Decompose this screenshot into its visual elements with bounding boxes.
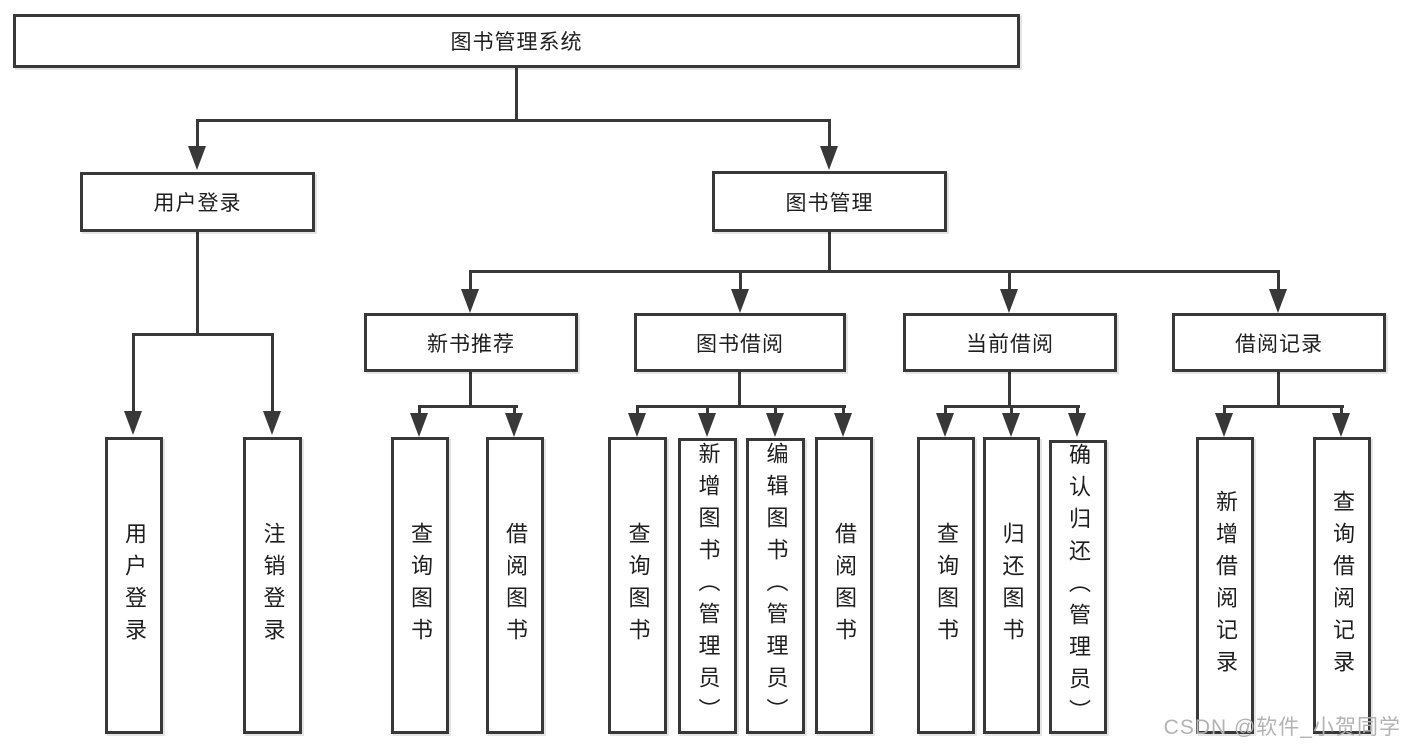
arrow-down-icon — [820, 146, 838, 170]
arrow-down-icon — [124, 411, 142, 435]
connector-line-userlogin-bus — [133, 333, 274, 336]
node-book-borrowing: 图书借阅 — [634, 313, 846, 372]
arrow-down-icon — [1000, 289, 1018, 313]
arrow-down-icon — [766, 413, 784, 437]
leaf-borrowing-add-books-admin-label: 新增图书（管理员） — [695, 442, 721, 730]
leaf-user-login-label: 用户登录 — [122, 521, 147, 650]
connector-line — [739, 270, 742, 291]
connector-line-borrowing-stem — [738, 372, 741, 408]
node-new-book-recommend-label: 新书推荐 — [427, 332, 515, 356]
leaf-current-query-books-label: 查询图书 — [934, 521, 959, 650]
leaf-recommend-borrow-books: 借阅图书 — [486, 437, 544, 734]
arrow-down-icon — [263, 411, 281, 435]
arrow-down-icon — [461, 289, 479, 313]
leaf-borrowing-borrow-books-label: 借阅图书 — [832, 521, 857, 650]
watermark-text: CSDN @软件_小贺同学 — [1163, 716, 1401, 739]
connector-line-recommend-bus — [418, 405, 518, 408]
connector-line — [636, 405, 639, 415]
node-root-label: 图书管理系统 — [450, 31, 583, 54]
connector-line — [842, 405, 845, 415]
connector-line — [944, 405, 947, 415]
connector-line — [418, 405, 421, 415]
connector-line — [774, 405, 777, 415]
connector-line — [271, 333, 274, 413]
leaf-borrowing-query-books: 查询图书 — [608, 437, 667, 734]
connector-line — [706, 405, 709, 415]
connector-line-to-user-login — [196, 119, 199, 148]
arrow-down-icon — [1068, 413, 1086, 437]
leaf-borrowing-edit-books-admin: 编辑图书（管理员） — [746, 438, 805, 734]
connector-line — [469, 270, 472, 291]
leaf-current-return-books: 归还图书 — [983, 437, 1040, 734]
leaf-logout-login: 注销登录 — [243, 437, 302, 734]
connector-line-records-bus — [1223, 405, 1344, 408]
leaf-current-confirm-return-admin: 确认归还（管理员） — [1049, 440, 1107, 734]
arrow-down-icon — [834, 413, 852, 437]
leaf-user-login: 用户登录 — [105, 437, 163, 734]
node-book-borrowing-label: 图书借阅 — [696, 332, 784, 356]
connector-line — [1076, 405, 1079, 415]
node-current-borrowing-label: 当前借阅 — [966, 332, 1054, 356]
node-book-management-label: 图书管理 — [785, 191, 874, 215]
connector-line-bookmgmt-stem — [828, 232, 831, 273]
connector-line-records-stem — [1277, 372, 1280, 408]
connector-line — [513, 405, 516, 415]
node-book-management: 图书管理 — [712, 171, 947, 232]
leaf-current-confirm-return-admin-label: 确认归还（管理员） — [1066, 443, 1091, 731]
arrow-down-icon — [188, 146, 206, 170]
connector-line — [1223, 405, 1226, 415]
leaf-borrowing-edit-books-admin-label: 编辑图书（管理员） — [763, 442, 789, 730]
leaf-current-return-books-label: 归还图书 — [999, 521, 1025, 650]
leaf-recommend-query-books: 查询图书 — [391, 437, 449, 734]
arrow-down-icon — [1002, 413, 1020, 437]
connector-line — [1277, 270, 1280, 291]
connector-line-root-bus — [197, 119, 831, 122]
arrow-down-icon — [936, 413, 954, 437]
connector-line-bookmgmt-bus — [469, 270, 1280, 273]
node-borrowing-records: 借阅记录 — [1172, 313, 1386, 372]
node-borrowing-records-label: 借阅记录 — [1235, 332, 1323, 356]
leaf-recommend-query-books-label: 查询图书 — [408, 521, 433, 650]
connector-line-root-stem — [515, 66, 518, 122]
arrow-down-icon — [628, 413, 646, 437]
leaf-records-query-record: 查询借阅记录 — [1313, 437, 1371, 734]
arrow-down-icon — [505, 413, 523, 437]
arrow-down-icon — [410, 413, 428, 437]
connector-line-borrowing-bus — [636, 405, 846, 408]
node-user-login-label: 用户登录 — [153, 192, 242, 215]
leaf-borrowing-query-books-label: 查询图书 — [625, 521, 651, 650]
arrow-down-icon — [731, 289, 749, 313]
leaf-borrowing-borrow-books: 借阅图书 — [815, 437, 873, 734]
node-current-borrowing: 当前借阅 — [903, 313, 1117, 372]
leaf-logout-login-label: 注销登录 — [260, 521, 286, 650]
connector-line-to-book-mgmt — [828, 119, 831, 148]
leaf-records-query-record-label: 查询借阅记录 — [1330, 489, 1355, 682]
connector-line — [132, 333, 135, 413]
arrow-down-icon — [1332, 413, 1350, 437]
connector-line — [1008, 270, 1011, 291]
arrow-down-icon — [1269, 289, 1287, 313]
connector-line-recommend-stem — [469, 372, 472, 408]
leaf-records-add-record: 新增借阅记录 — [1196, 437, 1254, 734]
leaf-borrowing-add-books-admin: 新增图书（管理员） — [678, 438, 737, 734]
connector-line — [1340, 405, 1343, 415]
connector-line-userlogin-stem — [196, 232, 199, 336]
arrow-down-icon — [698, 413, 716, 437]
arrow-down-icon — [1215, 413, 1233, 437]
connector-line-current-stem — [1008, 372, 1011, 408]
node-new-book-recommend: 新书推荐 — [364, 313, 578, 372]
node-root: 图书管理系统 — [13, 14, 1020, 68]
leaf-records-add-record-label: 新增借阅记录 — [1213, 489, 1238, 682]
connector-line — [1010, 405, 1013, 415]
node-user-login: 用户登录 — [80, 172, 315, 232]
leaf-current-query-books: 查询图书 — [917, 437, 975, 734]
leaf-recommend-borrow-books-label: 借阅图书 — [503, 521, 528, 650]
